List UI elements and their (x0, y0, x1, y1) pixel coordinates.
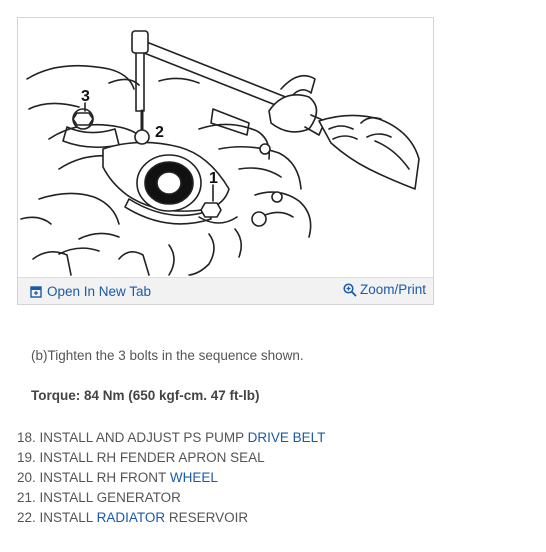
open-in-new-tab-link[interactable]: Open In New Tab (30, 284, 151, 299)
step-text: INSTALL GENERATOR (39, 490, 181, 505)
callout-3: 3 (81, 88, 90, 105)
figure-container: 3 2 1 Open In New Tab Zoom/Print (17, 17, 434, 305)
step-text: INSTALL RH FRONT (39, 470, 167, 485)
radiator-link[interactable]: RADIATOR (96, 510, 166, 525)
open-new-tab-icon (30, 285, 42, 298)
procedure-steps: 18. INSTALL AND ADJUST PS PUMP DRIVE BEL… (17, 428, 325, 528)
step-number: 19. (17, 450, 36, 465)
list-item: 18. INSTALL AND ADJUST PS PUMP DRIVE BEL… (17, 428, 325, 448)
zoom-print-label: Zoom/Print (359, 282, 426, 297)
zoom-print-link[interactable]: Zoom/Print (343, 282, 426, 297)
step-text: INSTALL AND ADJUST PS PUMP (39, 430, 244, 445)
callout-2: 2 (155, 124, 164, 141)
step-number: 20. (17, 470, 36, 485)
step-number: 22. (17, 510, 36, 525)
engine-mount-illustration[interactable]: 3 2 1 (19, 19, 432, 277)
tighten-instruction: (b)Tighten the 3 bolts in the sequence s… (31, 348, 304, 363)
step-text: INSTALL RH FENDER APRON SEAL (39, 450, 265, 465)
list-item: 22. INSTALL RADIATOR RESERVOIR (17, 508, 325, 528)
drive-belt-link[interactable]: DRIVE BELT (247, 430, 326, 445)
list-item: 19. INSTALL RH FENDER APRON SEAL (17, 448, 325, 468)
step-number: 21. (17, 490, 36, 505)
list-item: 20. INSTALL RH FRONT WHEEL (17, 468, 325, 488)
wheel-link[interactable]: WHEEL (169, 470, 218, 485)
figure-toolbar: Open In New Tab Zoom/Print (18, 277, 433, 304)
list-item: 21. INSTALL GENERATOR (17, 488, 325, 508)
step-text: INSTALL (39, 510, 93, 525)
step-number: 18. (17, 430, 36, 445)
callout-1: 1 (209, 170, 218, 187)
zoom-in-icon (343, 282, 357, 297)
torque-spec: Torque: 84 Nm (650 kgf-cm. 47 ft-lb) (31, 388, 260, 403)
open-in-new-tab-label: Open In New Tab (47, 284, 152, 299)
step-text-after: RESERVOIR (168, 510, 249, 525)
